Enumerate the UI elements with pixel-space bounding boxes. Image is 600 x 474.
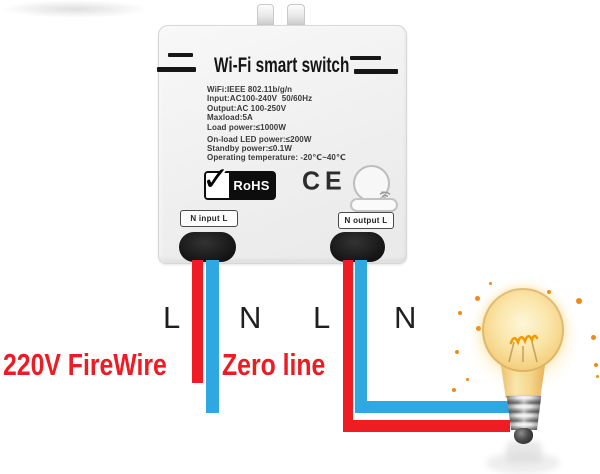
wire-letter-l: L <box>163 300 181 335</box>
ce-certification-mark: CE <box>302 166 347 196</box>
title-accent-bar <box>350 56 381 60</box>
spec-wifi: WiFi:IEEE 802.11b/g/n <box>207 85 293 94</box>
bulb-shadow <box>0 0 150 18</box>
sparkle-dot <box>591 335 596 340</box>
title-accent-bar <box>354 69 398 74</box>
mounting-tab <box>257 4 274 28</box>
wire-letter-n: N <box>394 300 417 335</box>
bulb-screw-base <box>506 396 542 430</box>
spec-led-power: On-load LED power:≤200W <box>207 134 312 144</box>
sparkle-dot <box>547 290 551 294</box>
bulb-reflection <box>506 442 542 464</box>
sparkle-dot <box>452 388 456 392</box>
live-wire-input <box>192 260 203 383</box>
checkmark-icon: ✓ <box>202 160 230 197</box>
spec-input: Input:AC100-240V 50/60Hz <box>207 94 313 104</box>
spec-output: Output:AC 100-250V <box>207 103 287 113</box>
spec-standby: Standby power:≤0.1W <box>207 143 292 153</box>
neutral-wire-output <box>355 401 510 413</box>
sparkle-dot <box>475 296 480 301</box>
sparkle-dot <box>576 298 582 304</box>
product-title: Wi-Fi smart switch <box>213 54 350 77</box>
wire-letter-n: N <box>239 300 262 335</box>
rohs-label: RoHS <box>229 173 274 198</box>
rohs-certification-mark: ✓ RoHS <box>202 160 276 200</box>
neutral-wire-output <box>355 260 367 413</box>
neutral-wire-caption: Zero line <box>222 347 326 382</box>
sparkle-dot <box>466 378 469 381</box>
neutral-wire-input <box>206 260 219 413</box>
spec-load-power: Load power:≤1000W <box>207 122 286 132</box>
spec-label: WiFi:IEEE 802.11b/g/n Input:AC100-240V 5… <box>207 85 346 163</box>
input-terminal-label: N input L <box>180 210 238 227</box>
spec-temperature: Operating temperature: -20℃~40℃ <box>207 153 346 163</box>
sparkle-dot <box>596 375 599 378</box>
wire-letter-l: L <box>313 300 331 335</box>
spec-maxload: Maxload:5A <box>207 113 253 123</box>
input-terminal <box>179 232 236 262</box>
indicator-slot <box>350 198 398 212</box>
live-wire-output <box>343 420 510 432</box>
mounting-tab <box>287 4 305 28</box>
sparkle-dot <box>594 363 598 367</box>
sparkle-dot <box>489 282 492 285</box>
sparkle-dot <box>455 350 459 354</box>
live-wire-caption: 220V FireWire <box>3 347 167 382</box>
output-terminal-label: N output L <box>338 212 394 229</box>
bulb-contact-tip <box>514 428 533 444</box>
title-accent-bar <box>168 53 193 57</box>
title-accent-bar <box>157 67 196 72</box>
bulb-reflection <box>486 452 560 474</box>
live-wire-output <box>343 260 353 432</box>
bulb-filament <box>500 322 546 369</box>
output-terminal <box>330 232 385 262</box>
rohs-checkbox: ✓ <box>202 160 230 198</box>
sparkle-dot <box>476 326 481 331</box>
sparkle-dot <box>458 311 462 315</box>
